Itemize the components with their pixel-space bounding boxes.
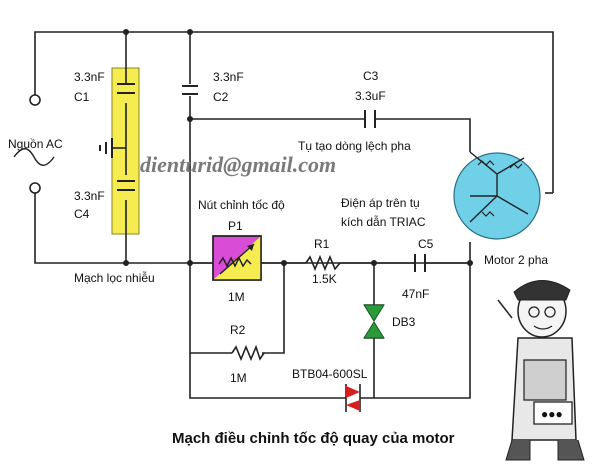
capacitor-c2 xyxy=(182,85,198,95)
capacitor-c5 xyxy=(414,254,426,272)
resistor-r2 xyxy=(231,344,265,362)
diac-db3 xyxy=(363,304,385,339)
motor-label: Motor 2 pha xyxy=(484,253,548,267)
c5-name: C5 xyxy=(418,237,434,251)
mechanic-illustration: ●●● xyxy=(497,280,585,461)
trigger-note-line2: kích dẫn TRIAC xyxy=(341,214,426,229)
ac-sine-icon xyxy=(13,148,55,166)
c3-name: C3 xyxy=(363,69,379,83)
motor-2-phase xyxy=(453,151,541,240)
pot-name: P1 xyxy=(228,219,243,233)
ground-icon xyxy=(99,138,113,158)
c1-name: C1 xyxy=(74,90,90,104)
r2-name: R2 xyxy=(230,323,246,337)
trigger-note-line1: Điện áp trên tụ xyxy=(341,196,420,210)
c5-value: 47nF xyxy=(402,287,429,301)
potentiometer-p1 xyxy=(190,235,284,281)
c4-value: 3.3nF xyxy=(74,189,105,203)
diac-name: DB3 xyxy=(392,315,416,329)
junction-dots xyxy=(123,29,473,266)
pot-value: 1M xyxy=(228,290,245,304)
c3-value: 3.3uF xyxy=(355,89,386,103)
c2-value: 3.3nF xyxy=(213,70,244,84)
resistor-r1 xyxy=(305,254,342,272)
triac-btb04 xyxy=(345,384,361,412)
triac-name: BTB04-600SL xyxy=(292,367,368,381)
source-label: Nguồn AC xyxy=(8,137,63,151)
watermark-text: dienturid@gmail.com xyxy=(140,152,336,177)
c3-note: Tụ tạo dòng lệch pha xyxy=(298,139,411,153)
ac-terminal-top xyxy=(29,94,41,106)
r1-value: 1.5K xyxy=(312,272,337,286)
r1-name: R1 xyxy=(314,237,330,251)
c4-name: C4 xyxy=(74,207,90,221)
filter-label: Mạch lọc nhiễu xyxy=(74,270,155,285)
capacitor-c3 xyxy=(364,110,376,128)
c2-name: C2 xyxy=(213,90,229,104)
wires xyxy=(34,31,554,399)
caption: Mạch điều chỉnh tốc độ quay của motor xyxy=(172,430,455,447)
ac-terminal-bottom xyxy=(29,182,41,194)
capacitor-c1 xyxy=(117,83,135,94)
capacitor-c4 xyxy=(117,180,135,191)
r2-value: 1M xyxy=(230,371,247,385)
pot-label: Nút chỉnh tốc độ xyxy=(198,198,285,212)
c1-value: 3.3nF xyxy=(74,70,105,84)
svg-text:●●●: ●●● xyxy=(541,407,563,421)
